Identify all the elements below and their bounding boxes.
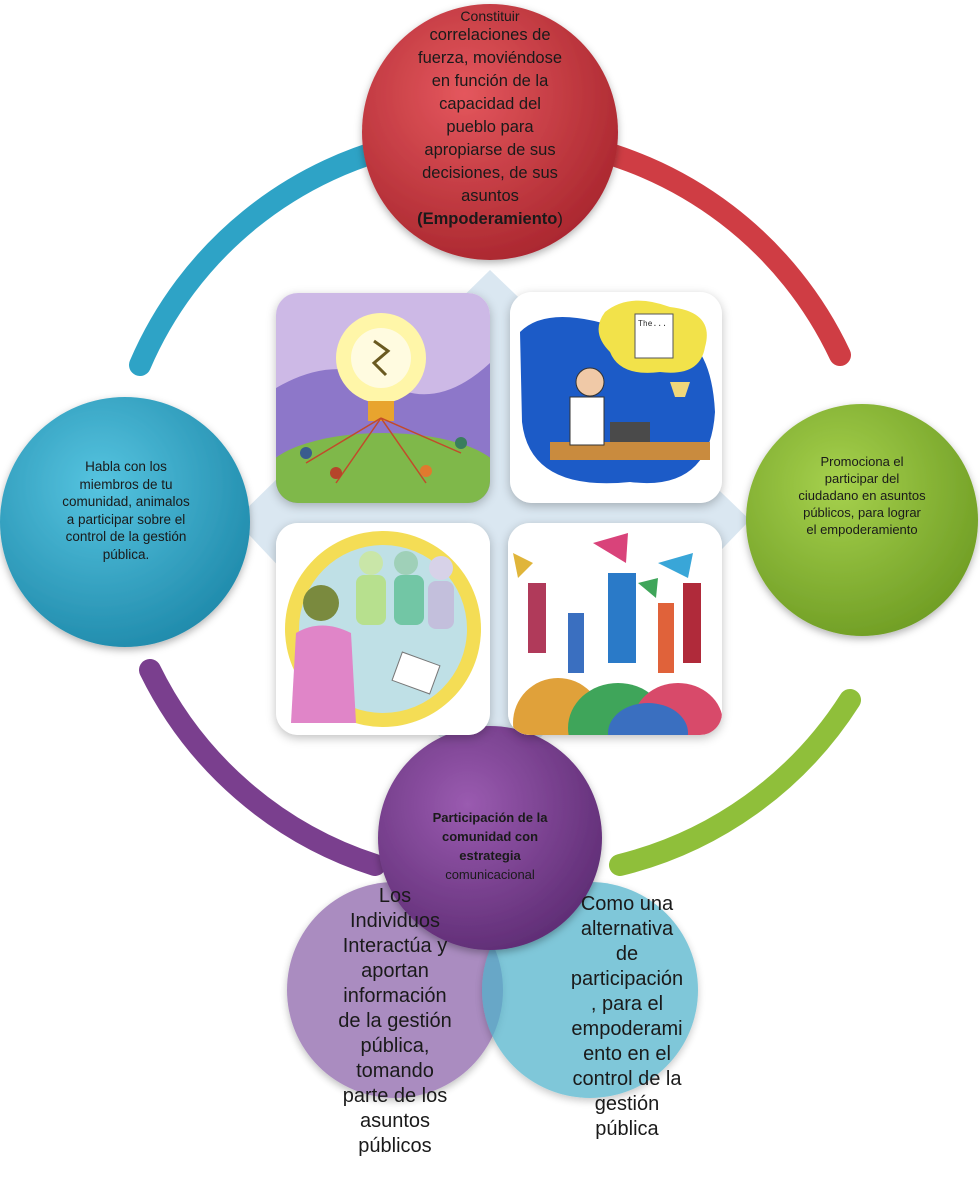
venn-left-line-11: públicos	[358, 1135, 432, 1157]
left-line-3: comunidad, animalos	[62, 494, 190, 509]
venn-left-line-3: Interactúa y	[342, 935, 448, 957]
megaphone-icon	[508, 523, 722, 735]
venn-right-label: Como una alternativa de participación , …	[532, 892, 722, 1142]
top-line-9: asuntos	[461, 187, 519, 205]
venn-right-line-9: gestión	[594, 1093, 660, 1115]
venn-left-line-10: asuntos	[359, 1110, 431, 1132]
node-left-circle	[0, 397, 250, 647]
venn-left-label: Los Individuos Interactúa y aportan info…	[300, 884, 490, 1159]
node-top-label: Constituir correlaciones de fuerza, movi…	[392, 8, 588, 231]
node-top-circle	[362, 4, 618, 260]
venn-right-line-3: de	[615, 943, 639, 965]
node-bottom-label: Participación de la comunidad con estrat…	[400, 808, 580, 884]
lightbulb-people-clipart	[276, 293, 490, 503]
node-bottom-circle	[378, 726, 602, 950]
right-line-1: Promociona el	[820, 454, 904, 469]
top-emphasis-close: )	[557, 210, 563, 228]
top-line-5: capacidad del	[439, 95, 541, 113]
writer-icon: The...	[510, 292, 722, 503]
venn-right-line-8: control de la	[572, 1068, 682, 1090]
top-line-2: correlaciones de	[429, 26, 551, 44]
bottom-line-1: Participación de la	[432, 810, 548, 825]
bottom-line-4: comunicacional	[445, 867, 535, 882]
left-line-5: control de la gestión	[65, 529, 187, 544]
top-emphasis: (Empoderamiento)	[392, 208, 588, 231]
venn-left-line-6: de la gestión	[338, 1010, 452, 1032]
bottom-line-3: estrategia	[459, 848, 521, 863]
bottom-line-2: comunidad con	[441, 829, 539, 844]
venn-right-line-2: alternativa	[580, 918, 674, 940]
right-line-5: el empoderamiento	[806, 522, 918, 537]
venn-right-line-1: Como una	[580, 893, 674, 915]
top-line-8: decisiones, de sus	[422, 164, 558, 182]
group-meeting-clipart	[276, 523, 490, 735]
venn-right-line-6: empoderami	[571, 1018, 683, 1040]
right-line-4: públicos, para lograr	[803, 505, 921, 520]
meeting-icon	[276, 523, 490, 735]
venn-left-line-5: información	[343, 985, 447, 1007]
venn-left-line-7: pública,	[360, 1035, 430, 1057]
top-emphasis-open: (	[417, 210, 423, 228]
venn-left-line-8: tomando	[356, 1060, 434, 1082]
top-emphasis-bold: Empoderamiento	[422, 210, 558, 228]
ring-arc-green	[609, 689, 861, 876]
venn-right-line-7: ento en el	[583, 1043, 671, 1065]
node-right-label: Promociona el participar del ciudadano e…	[770, 453, 954, 538]
thought-bubble-text: The...	[638, 319, 667, 328]
top-line-7: apropiarse de sus	[424, 141, 556, 159]
lightbulb-icon	[276, 293, 490, 503]
venn-left-line-9: parte de los	[342, 1085, 448, 1107]
left-line-1: Habla con los	[85, 459, 167, 474]
right-line-3: ciudadano en asuntos	[798, 488, 926, 503]
top-line-6: pueblo para	[446, 118, 534, 136]
venn-right-line-10: pública	[595, 1118, 659, 1140]
thinking-writer-clipart: The...	[510, 292, 722, 503]
right-line-2: participar del	[824, 471, 900, 486]
top-line-3: fuerza, moviéndose	[418, 49, 562, 67]
left-line-2: miembros de tu	[79, 476, 173, 492]
ring-arc-purple	[139, 659, 386, 876]
venn-left-line-2: Individuos	[349, 910, 441, 932]
top-line-4: en función de la	[431, 72, 549, 90]
venn-right-line-5: , para el	[590, 993, 664, 1015]
megaphone-crowd-clipart	[508, 523, 722, 735]
node-right-circle	[746, 404, 978, 636]
venn-right-line-4: participación	[570, 968, 684, 990]
left-line-6: pública.	[102, 546, 150, 562]
node-left-label: Habla con los miembros de tu comunidad, …	[28, 458, 224, 563]
venn-left-line-1: Los	[378, 885, 412, 907]
venn-left-line-4: aportan	[361, 960, 429, 982]
left-line-4: a participar sobre el	[66, 511, 186, 527]
top-line-1: Constituir	[460, 8, 520, 24]
